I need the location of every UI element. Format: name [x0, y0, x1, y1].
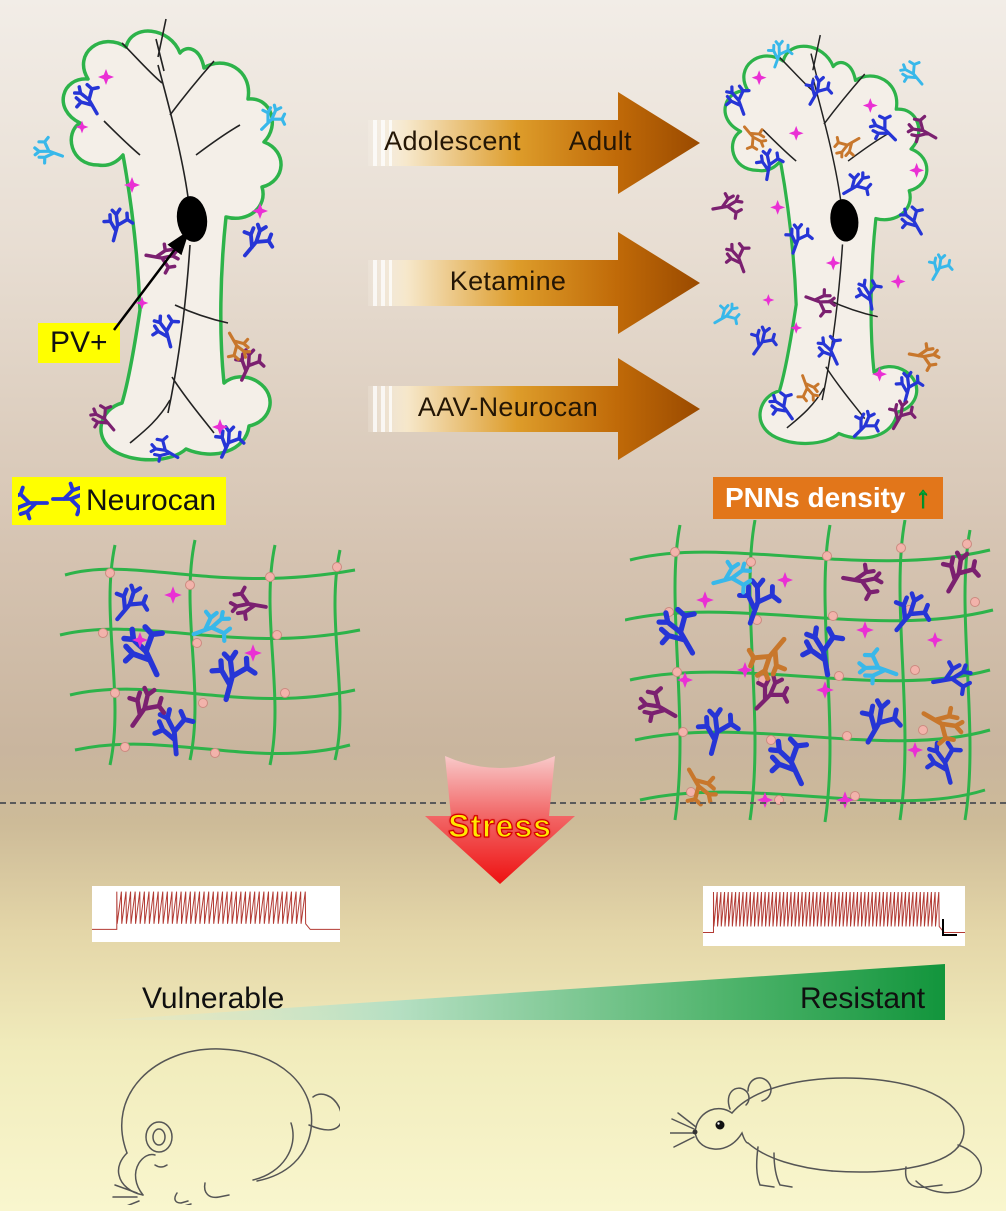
arrow-ketamine-shape — [368, 232, 700, 334]
pnns-density-text: PNNs density — [725, 482, 906, 513]
pnns-density-label: PNNs density ↑ — [713, 477, 943, 519]
stress-label: Stress — [447, 807, 552, 844]
arrow-label-aav-neurocan: AAV-Neurocan — [368, 392, 648, 423]
pv-label-text: PV+ — [50, 326, 108, 359]
neurocan-legend-text: Neurocan — [86, 484, 217, 517]
neurocan-legend: Neurocan — [12, 477, 227, 525]
stress-arrow: Stress — [425, 752, 575, 887]
mouse-eye-highlight — [717, 1122, 720, 1125]
pv-neuron-right-illustration — [707, 33, 958, 448]
resistant-mouse-illustration — [670, 1077, 982, 1194]
vulnerable-mouse-illustration — [112, 1048, 340, 1205]
arrow-ketamine: Ketamine — [368, 226, 703, 340]
label-ketamine: Ketamine — [449, 266, 567, 296]
neurocan-icon — [18, 481, 80, 521]
mouse-nose — [692, 1129, 698, 1135]
pnns-up-arrow-icon: ↑ — [915, 481, 931, 515]
vulnerability-gradient-triangle — [105, 964, 945, 1020]
neurocan-glyphs-sparse-mesh — [104, 579, 271, 756]
resistant-label: Resistant — [800, 982, 926, 1015]
scale-bar-icon — [942, 919, 957, 936]
pv-label: PV+ — [38, 323, 120, 363]
arrow-aav-neurocan-shape — [368, 358, 700, 460]
arrow-label-adolescent-adult: Adolescent Adult — [368, 126, 648, 157]
arrow-adolescent-adult: Adolescent Adult — [368, 86, 703, 200]
vulnerable-label: Vulnerable — [142, 982, 285, 1015]
arrow-aav-neurocan: AAV-Neurocan — [368, 352, 703, 466]
arrow-adolescent-adult-shape — [368, 92, 700, 194]
label-adult: Adult — [568, 126, 632, 156]
mouse-eye — [715, 1120, 725, 1130]
trace-vulnerable-svg — [92, 886, 340, 942]
trace-vulnerable — [92, 886, 340, 942]
pnn-mesh-dense — [625, 520, 994, 823]
trace-resistant-svg — [703, 886, 965, 946]
pv-pointer-arrow — [113, 230, 190, 331]
label-aav-neurocan: AAV-Neurocan — [417, 392, 599, 422]
arrow-label-ketamine: Ketamine — [368, 266, 648, 297]
pnn-mesh-sparse — [59, 539, 361, 766]
trace-resistant — [703, 886, 965, 946]
stress-arrow-shape — [425, 756, 575, 884]
label-adolescent: Adolescent — [384, 126, 521, 156]
